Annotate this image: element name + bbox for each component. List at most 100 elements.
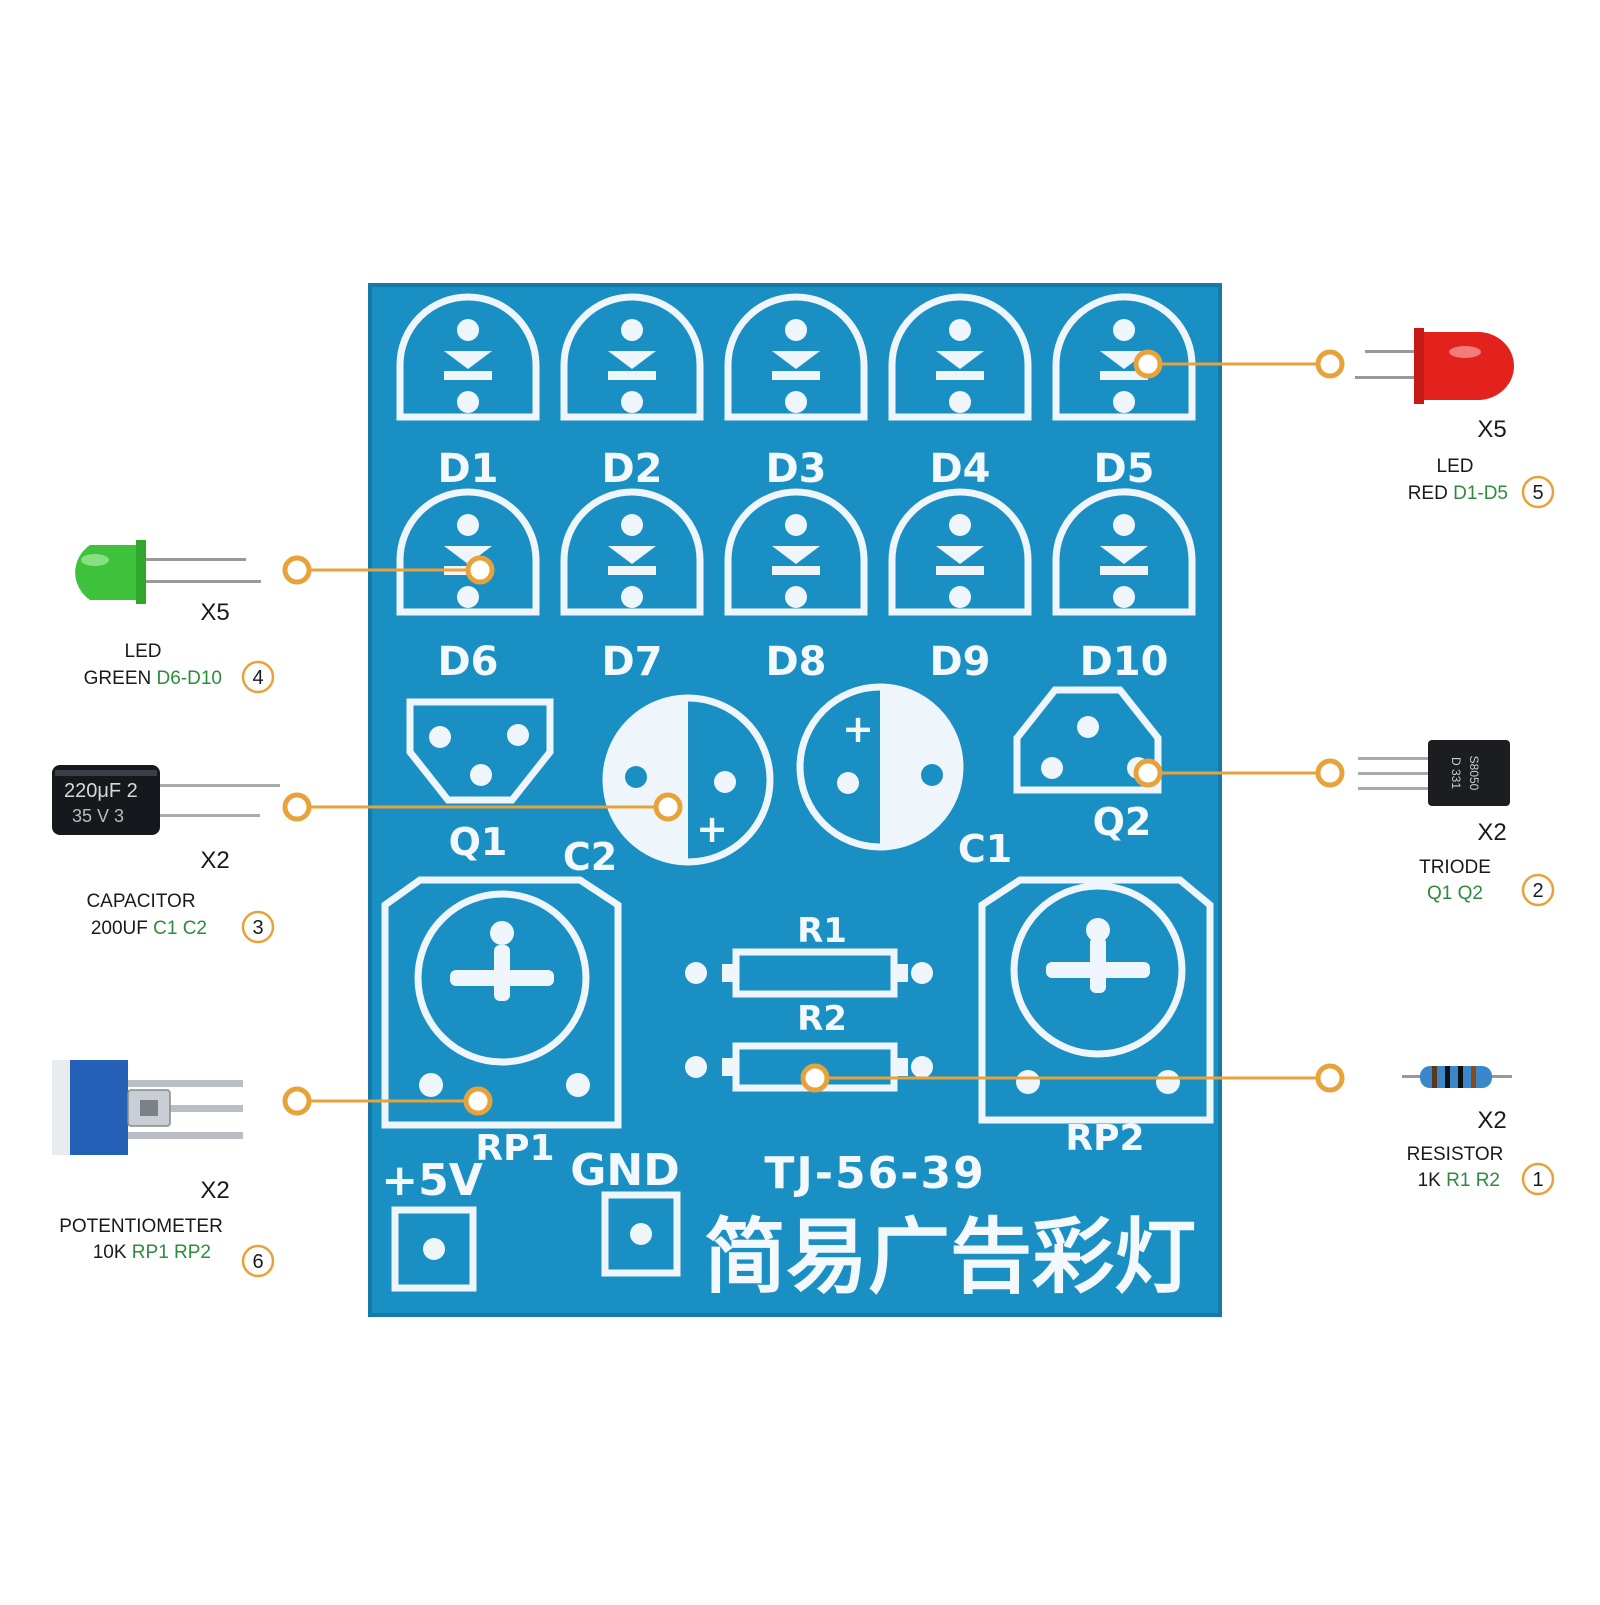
red-led-body xyxy=(1418,332,1514,400)
led-diode-bar xyxy=(1100,566,1148,575)
led-diode-bar xyxy=(608,371,656,380)
led-footprint-d9: D9 xyxy=(888,488,1032,685)
c1-pad-positive xyxy=(837,772,859,794)
capacitor-ref: C1 C2 xyxy=(153,918,207,939)
triode-lead-1 xyxy=(1358,757,1428,760)
leader-potentiometer-end xyxy=(282,1086,312,1116)
leader-capacitor-end xyxy=(282,792,312,822)
triode-qty: X2 xyxy=(1477,819,1506,846)
rp2-slot-v xyxy=(1090,937,1106,993)
led-pad-anode xyxy=(457,514,479,536)
led-footprint-d4: D4 xyxy=(888,293,1032,492)
red-led-highlight xyxy=(1449,346,1481,358)
led-label-d5: D5 xyxy=(1093,446,1154,492)
power-pad-hole xyxy=(423,1238,445,1260)
potentiometer-pin-3 xyxy=(128,1132,243,1139)
led-diode-symbol xyxy=(936,351,984,369)
capacitor-number: 3 xyxy=(252,917,263,939)
capacitor-body xyxy=(52,765,160,835)
led-diode-bar xyxy=(772,566,820,575)
green-led-number: 4 xyxy=(252,667,263,689)
led-outline xyxy=(560,488,704,616)
potentiometer-spec-prefix: 10K xyxy=(93,1242,132,1263)
led-diode-bar xyxy=(936,371,984,380)
resistor-spec-prefix: 1K xyxy=(1418,1170,1447,1191)
led-pad-anode xyxy=(621,514,643,536)
potentiometer-number: 6 xyxy=(252,1251,263,1273)
green-led-body xyxy=(75,545,142,600)
led-pad-anode xyxy=(1113,514,1135,536)
rp1-pad-2 xyxy=(566,1073,590,1097)
red-led-lead-2 xyxy=(1355,376,1420,379)
red-led-spec: RED D1-D5 xyxy=(1408,483,1508,504)
led-pad-cathode xyxy=(621,586,643,608)
q1-pad-3 xyxy=(470,764,492,786)
led-outline xyxy=(888,293,1032,421)
ground-pad-outline xyxy=(601,1191,681,1277)
led-pad-anode xyxy=(457,319,479,341)
r1-label: R1 xyxy=(797,911,847,951)
led-footprint-d1: D1 xyxy=(396,293,540,492)
red-led-number-badge xyxy=(1521,475,1555,509)
leader-triode-end xyxy=(1315,758,1345,788)
led-footprint-d7: D7 xyxy=(560,488,704,685)
capacitor-marking-2: 35 V 3 xyxy=(72,806,124,826)
leader-green-led-end xyxy=(282,555,312,585)
q1-footprint: Q1 xyxy=(406,698,554,864)
resistor-illustration xyxy=(1402,1066,1512,1088)
led-label-d10: D10 xyxy=(1080,639,1169,685)
leader-potentiometer-start xyxy=(463,1086,493,1116)
led-diode-symbol xyxy=(1100,546,1148,564)
rp2-dial xyxy=(1010,882,1186,1058)
led-diode-bar xyxy=(936,566,984,575)
led-pad-cathode xyxy=(457,391,479,413)
led-diode-symbol xyxy=(772,546,820,564)
resistor-band-1 xyxy=(1432,1066,1437,1088)
rp2-footprint: RP2 xyxy=(978,876,1214,1159)
led-outline xyxy=(724,488,868,616)
led-footprint-d8: D8 xyxy=(724,488,868,685)
green-led-highlight xyxy=(81,554,109,566)
r2-lead-right xyxy=(894,1058,908,1076)
leader-triode-start xyxy=(1133,758,1163,788)
r1-lead-left xyxy=(722,964,736,982)
led-label-d4: D4 xyxy=(929,446,990,492)
led-pad-anode xyxy=(949,319,971,341)
led-pad-anode xyxy=(949,514,971,536)
r2-lead-left xyxy=(722,1058,736,1076)
led-diode-symbol xyxy=(1100,351,1148,369)
leader-red-led-end xyxy=(1315,349,1345,379)
power-pad: +5V xyxy=(381,1155,483,1292)
annotation-triode: X2 TRIODE Q1 Q2 2 xyxy=(1419,819,1555,907)
rp1-slot-v xyxy=(494,945,510,1001)
led-label-d9: D9 xyxy=(929,639,990,685)
annotation-resistor: X2 RESISTOR 1K R1 R2 1 xyxy=(1407,1107,1555,1196)
triode-illustration: S8050 D 331 xyxy=(1358,740,1510,806)
c1-footprint: + C1 xyxy=(796,683,1012,871)
rp1-label: RP1 xyxy=(475,1128,554,1169)
q1-pad-1 xyxy=(429,726,451,748)
led-pad-cathode xyxy=(785,586,807,608)
red-led-qty: X5 xyxy=(1477,416,1506,443)
resistor-spec: 1K R1 R2 xyxy=(1418,1170,1500,1191)
potentiometer-pin-2 xyxy=(128,1105,243,1112)
capacitor-type: CAPACITOR xyxy=(86,891,195,912)
resistor-body xyxy=(1420,1066,1492,1088)
rp1-pad-wiper xyxy=(490,921,514,945)
led-outline xyxy=(560,293,704,421)
leader-capacitor-start xyxy=(653,792,683,822)
c1-pad-negative xyxy=(921,764,943,786)
c1-negative-band xyxy=(880,687,960,847)
green-led-number-badge xyxy=(241,660,275,694)
led-outline xyxy=(396,293,540,421)
pcb-edge xyxy=(368,283,1222,1317)
led-label-d6: D6 xyxy=(437,639,498,685)
c2-pad-positive xyxy=(714,771,736,793)
triode-number: 2 xyxy=(1532,880,1543,902)
potentiometer-pin-1 xyxy=(128,1080,243,1087)
r2-pad-2 xyxy=(911,1056,933,1078)
potentiometer-ref: RP1 RP2 xyxy=(132,1242,211,1263)
rp1-pad-1 xyxy=(419,1073,443,1097)
